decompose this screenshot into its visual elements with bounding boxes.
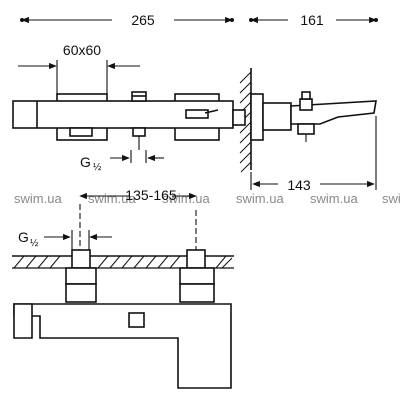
spout-reach-label: 143 [287,177,311,193]
watermark: swim.ua [88,191,136,206]
watermark: swim.ua [14,191,62,206]
dimension-spout-reach: 143 [250,116,377,193]
dimension-thread-lower: G ½ [18,229,112,250]
dimension-flange: 60x60 [18,42,140,96]
watermark-row: swim.ua swim.ua swim.ua swim.ua swim.ua … [14,191,400,206]
side-view-mixer [232,68,377,173]
centers-range-label: 135-165 [125,187,177,203]
dimension-overall-width: 265 [20,12,234,28]
thread-upper-label: G [80,154,91,170]
side-depth-label: 161 [300,12,324,28]
bottom-view-mixer [13,249,232,389]
front-view-mixer [12,91,234,150]
dimension-thread-upper: G ½ [80,150,164,173]
thread-lower-label: G [18,229,29,245]
dimension-centers: 135-165 [79,187,197,203]
watermark: swim.ua [236,191,284,206]
watermark: swim.ua [162,191,210,206]
watermark: swi [382,191,400,206]
connection-centerlines [79,204,197,252]
flange-size-label: 60x60 [63,42,101,58]
thread-upper-fraction: ½ [93,162,102,173]
overall-width-label: 265 [131,12,155,28]
dimension-side-depth: 161 [249,12,378,28]
thread-lower-fraction: ½ [30,238,39,249]
watermark: swim.ua [310,191,358,206]
